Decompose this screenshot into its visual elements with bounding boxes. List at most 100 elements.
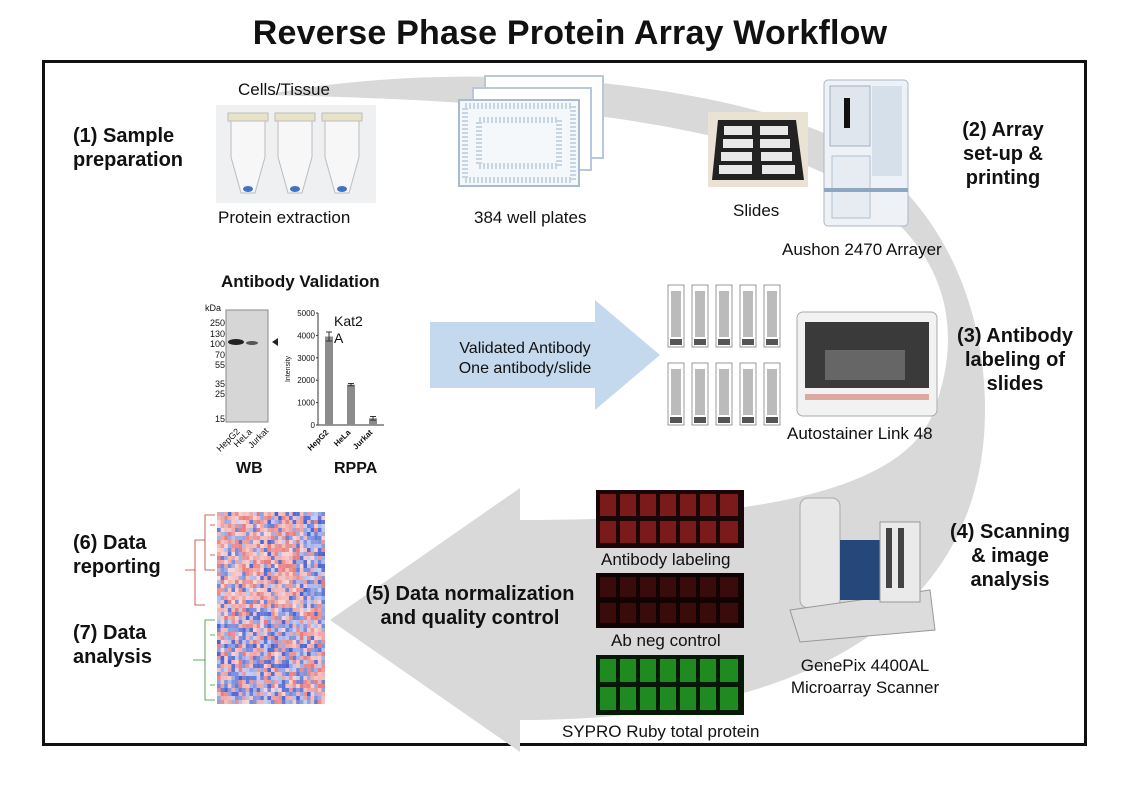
heatmap-cell bbox=[260, 604, 264, 608]
heatmap-cell bbox=[310, 632, 315, 636]
heatmap-cell bbox=[292, 524, 297, 528]
heatmap-cell bbox=[263, 552, 268, 556]
heatmap-cell bbox=[256, 648, 261, 652]
heatmap-cell bbox=[263, 540, 268, 544]
heatmap-cell bbox=[317, 568, 322, 572]
heatmap-cell bbox=[238, 624, 243, 628]
heatmap-cell bbox=[263, 512, 268, 516]
heatmap-cell bbox=[231, 644, 235, 648]
heatmap-cell bbox=[227, 640, 232, 644]
heatmap-cell bbox=[289, 680, 293, 684]
heatmap-cell bbox=[263, 660, 268, 664]
heatmap-cell bbox=[256, 592, 261, 596]
step-4-line-1: (4) Scanning bbox=[949, 521, 1070, 543]
heatmap-cell bbox=[307, 540, 311, 544]
heatmap-cell bbox=[253, 520, 257, 524]
heatmap-cell bbox=[245, 512, 250, 516]
heatmap-cell bbox=[274, 612, 279, 616]
heatmap-cell bbox=[299, 584, 304, 588]
heatmap-cell bbox=[299, 592, 304, 596]
heatmap-cell bbox=[256, 676, 261, 680]
heatmap-cell bbox=[238, 644, 243, 648]
heatmap-cell bbox=[274, 588, 279, 592]
autostainer-label: Autostainer Link 48 bbox=[787, 424, 933, 443]
heatmap-cell bbox=[278, 652, 282, 656]
heatmap-cell bbox=[253, 700, 257, 704]
heatmap-cell bbox=[235, 536, 239, 540]
heatmap-cell bbox=[307, 664, 311, 668]
heatmap-cell bbox=[281, 588, 286, 592]
heatmap-cell bbox=[224, 652, 228, 656]
heatmap-cell bbox=[303, 672, 307, 676]
heatmap-cell bbox=[285, 688, 289, 692]
heatmap-cell bbox=[235, 608, 239, 612]
heatmap-cell bbox=[296, 532, 300, 536]
heatmap-cell bbox=[299, 692, 304, 696]
heatmap-cell bbox=[263, 680, 268, 684]
heatmap-cell bbox=[274, 604, 279, 608]
heatmap-cell bbox=[231, 532, 235, 536]
heatmap-cell bbox=[303, 516, 307, 520]
validated-line-1: Validated Antibody bbox=[459, 340, 591, 357]
heatmap-cell bbox=[292, 520, 297, 524]
heatmap-cell bbox=[231, 528, 235, 532]
heatmap-cell bbox=[271, 696, 275, 700]
heatmap-cell bbox=[267, 516, 271, 520]
heatmap-cell bbox=[249, 664, 253, 668]
heatmap-cell bbox=[242, 632, 246, 636]
heatmap-cell bbox=[260, 620, 264, 624]
heatmap-cell bbox=[253, 668, 257, 672]
heatmap-cell bbox=[263, 700, 268, 704]
heatmap-cell bbox=[242, 516, 246, 520]
heatmap-cell bbox=[267, 524, 271, 528]
heatmap-cell bbox=[267, 656, 271, 660]
heatmap-cell bbox=[278, 556, 282, 560]
heatmap-cell bbox=[289, 544, 293, 548]
step-5-line-2: and quality control bbox=[380, 607, 560, 629]
heatmap-cell bbox=[299, 620, 304, 624]
heatmap-cell bbox=[260, 660, 264, 664]
heatmap-cell bbox=[278, 552, 282, 556]
heatmap-cell bbox=[296, 692, 300, 696]
heatmap-cell bbox=[289, 636, 293, 640]
heatmap-cell bbox=[296, 540, 300, 544]
heatmap-cell bbox=[310, 540, 315, 544]
heatmap-cell bbox=[260, 644, 264, 648]
heatmap-cell bbox=[224, 620, 228, 624]
heatmap-cell bbox=[317, 680, 322, 684]
heatmap-cell bbox=[235, 544, 239, 548]
heatmap-cell bbox=[217, 556, 221, 560]
heatmap-cell bbox=[289, 660, 293, 664]
heatmap-cell bbox=[260, 616, 264, 620]
heatmap-cell bbox=[235, 700, 239, 704]
heatmap-cell bbox=[271, 680, 275, 684]
heatmap-cell bbox=[310, 644, 315, 648]
heatmap-cell bbox=[317, 700, 322, 704]
heatmap-cell bbox=[267, 520, 271, 524]
heatmap-cell bbox=[321, 672, 325, 676]
heatmap-cell bbox=[245, 588, 250, 592]
step-2-line-3: printing bbox=[965, 167, 1041, 189]
heatmap-cell bbox=[224, 692, 228, 696]
heatmap-cell bbox=[307, 652, 311, 656]
heatmap-cell bbox=[321, 564, 325, 568]
heatmap-cell bbox=[256, 552, 261, 556]
heatmap-cell bbox=[231, 688, 235, 692]
heatmap-cell bbox=[289, 556, 293, 560]
heatmap-cell bbox=[285, 624, 289, 628]
heatmap-cell bbox=[310, 656, 315, 660]
heatmap-cell bbox=[220, 632, 225, 636]
heatmap-cell bbox=[278, 528, 282, 532]
heatmap-cell bbox=[217, 600, 221, 604]
heatmap-cell bbox=[249, 580, 253, 584]
heatmap-cell bbox=[253, 624, 257, 628]
heatmap-cell bbox=[263, 696, 268, 700]
heatmap-cell bbox=[227, 692, 232, 696]
heatmap-cell bbox=[317, 544, 322, 548]
heatmap-cell bbox=[217, 568, 221, 572]
heatmap-cell bbox=[227, 536, 232, 540]
heatmap-cell bbox=[242, 652, 246, 656]
heatmap-cell bbox=[303, 624, 307, 628]
heatmap-cell bbox=[267, 672, 271, 676]
heatmap-cell bbox=[299, 696, 304, 700]
